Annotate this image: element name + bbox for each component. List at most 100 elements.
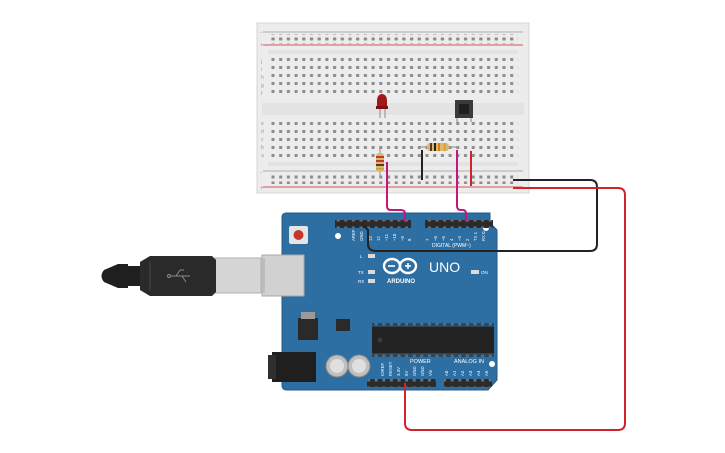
usb-strain-relief xyxy=(104,264,140,288)
label-pin-4: 4 xyxy=(449,238,454,241)
dc-power-jack-front xyxy=(268,355,276,379)
usb-connector xyxy=(261,254,305,297)
rail-minus-label-bottom: - xyxy=(260,170,262,176)
breadboard: - + j i h g f e d c b a - + xyxy=(256,22,530,194)
label-5v: 5V xyxy=(404,371,409,376)
resistor-horizontal-band-1 xyxy=(430,143,432,151)
voltage-regulator xyxy=(298,318,318,340)
usb-connector-shell xyxy=(259,258,265,293)
label-pin-11: ~11 xyxy=(384,233,389,241)
regulator-tab xyxy=(301,312,315,319)
column-number-strip-top xyxy=(268,50,518,54)
small-chip xyxy=(336,319,350,331)
center-channel xyxy=(262,103,524,115)
label-pin-8: 8 xyxy=(407,238,412,241)
label-a5: A5 xyxy=(484,370,489,376)
upper-terminal-block xyxy=(268,58,518,98)
lower-terminal-block xyxy=(268,120,518,160)
label-a2: A2 xyxy=(460,370,465,376)
resistor-horizontal[interactable] xyxy=(420,143,458,151)
row-label-i: i xyxy=(261,67,262,73)
top-rail-holes-1 xyxy=(268,34,518,40)
rail-plus-label-top: + xyxy=(260,43,264,49)
resistor-vertical-band-2 xyxy=(376,160,384,162)
label-pin-2: 2 xyxy=(465,238,470,241)
row-label-f: f xyxy=(261,91,263,97)
label-pin-tx1: TX 1 xyxy=(473,231,478,241)
label-pin-12: 12 xyxy=(376,236,381,241)
label-led-tx: TX xyxy=(358,270,364,275)
reset-button-cap[interactable] xyxy=(293,230,304,240)
label-pin-5: ~5 xyxy=(441,235,446,241)
led-rx-indicator xyxy=(368,279,375,283)
row-label-g: g xyxy=(261,83,264,89)
atmega-pins-bottom xyxy=(372,353,494,357)
label-vin: Vin xyxy=(428,369,433,376)
label-pin-7: 7 xyxy=(425,238,430,241)
bottom-rail-holes-2 xyxy=(268,178,518,184)
usb-cable[interactable] xyxy=(101,256,262,296)
label-pin-rx0: RX 0 xyxy=(481,231,486,241)
mounting-hole-3 xyxy=(489,361,495,367)
row-label-h: h xyxy=(261,75,264,81)
label-pin-13: 13 xyxy=(368,236,373,241)
digital-header-low[interactable] xyxy=(425,220,493,228)
digital-header-high[interactable] xyxy=(335,220,411,228)
atmega-notch xyxy=(377,337,383,343)
power-header[interactable] xyxy=(367,379,436,387)
label-pin-10: ~10 xyxy=(392,233,397,241)
label-gnd-digital: GND xyxy=(359,231,364,241)
resistor-vertical[interactable] xyxy=(376,148,384,178)
label-on: ON xyxy=(481,270,488,275)
column-number-strip-bottom xyxy=(268,162,518,166)
wire-led-to-pin-9[interactable] xyxy=(386,162,406,222)
usb-cable-end xyxy=(101,270,104,282)
led-rim xyxy=(376,106,388,109)
label-pin-3: ~3 xyxy=(457,235,462,241)
resistor-vertical-band-1 xyxy=(376,156,384,158)
top-rail-holes-2 xyxy=(268,38,518,44)
label-pin-9: ~9 xyxy=(400,235,405,241)
wire-button-to-pin-4[interactable] xyxy=(456,150,467,222)
label-power: POWER xyxy=(410,359,431,365)
mounting-hole-1 xyxy=(335,233,341,239)
label-analog-in: ANALOG IN xyxy=(454,359,484,365)
arduino-uno: AREF GND 13 12 ~11 ~10 ~9 8 7 ~6 ~5 4 ~3… xyxy=(259,212,498,391)
usb-plug-metal xyxy=(214,257,262,294)
label-ioref: IOREF xyxy=(380,362,385,376)
label-3v3: 3.3V xyxy=(396,367,401,376)
wire-gnd-black[interactable] xyxy=(363,179,598,252)
label-digital-pwm: DIGITAL (PWM~) xyxy=(432,243,471,249)
label-gnd-1: GND xyxy=(412,366,417,376)
led-body xyxy=(377,94,387,108)
label-a0: A0 xyxy=(444,370,449,376)
rail-minus-label-top: - xyxy=(260,30,262,36)
dc-power-jack xyxy=(272,352,316,382)
led-tx-indicator xyxy=(368,270,375,274)
label-a4: A4 xyxy=(476,370,481,376)
brand-label: ARDUINO xyxy=(387,279,415,285)
pushbutton[interactable] xyxy=(455,100,473,122)
resistor-vertical-band-3 xyxy=(376,164,384,166)
capacitor-1-top xyxy=(330,359,344,373)
wire-5v-red[interactable] xyxy=(404,187,626,431)
label-gnd-2: GND xyxy=(420,366,425,376)
resistor-horizontal-band-4 xyxy=(444,143,446,151)
red-led[interactable] xyxy=(376,94,388,118)
label-a3: A3 xyxy=(468,370,473,376)
row-label-a: a xyxy=(261,153,264,159)
capacitor-2-top xyxy=(352,359,366,373)
label-pin-6: ~6 xyxy=(433,235,438,241)
resistor-vertical-band-4 xyxy=(376,168,384,170)
row-label-c: c xyxy=(261,137,264,143)
label-led-rx: RX xyxy=(358,279,364,284)
resistor-horizontal-band-2 xyxy=(434,143,436,151)
capacitor-1 xyxy=(325,354,349,378)
capacitor-2 xyxy=(347,354,371,378)
atmega-pins-top xyxy=(372,323,494,327)
analog-header[interactable] xyxy=(444,379,492,387)
label-led-l: L xyxy=(360,254,363,259)
row-label-e: e xyxy=(261,121,264,127)
usb-symbol-icon xyxy=(167,269,190,283)
